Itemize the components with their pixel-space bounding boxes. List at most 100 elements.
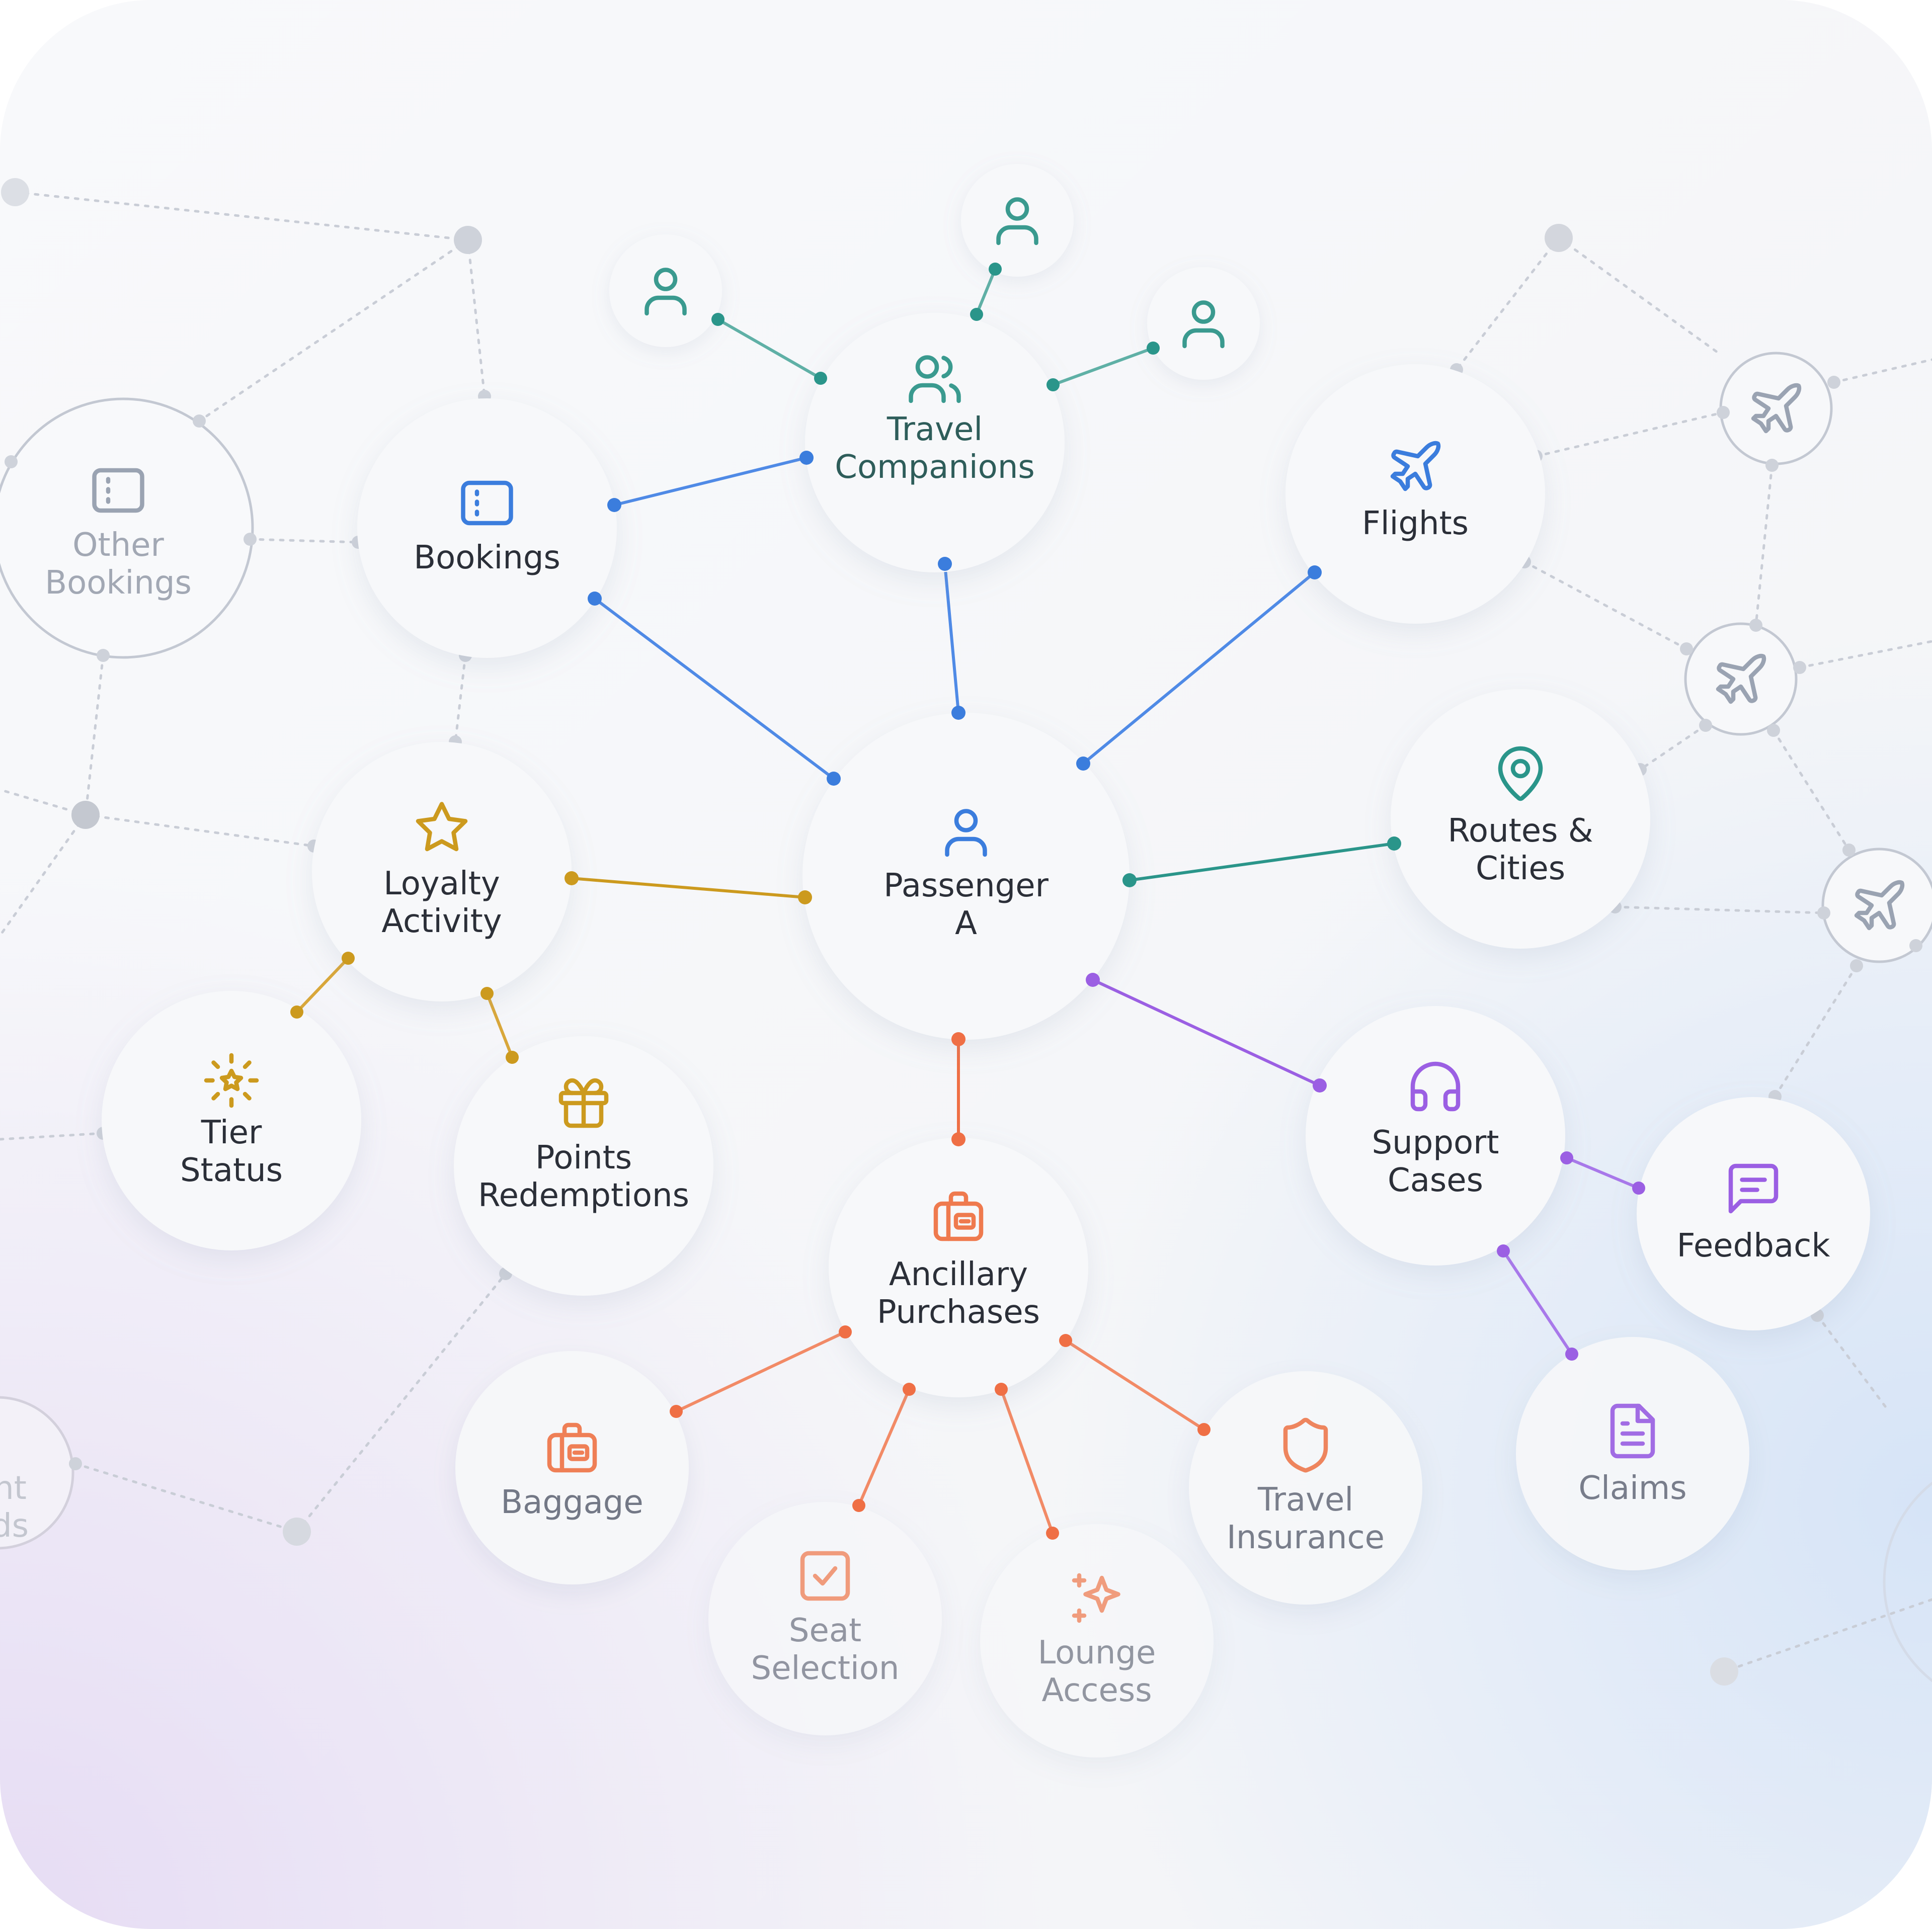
- node-companion-3[interactable]: [1147, 267, 1260, 380]
- node-routes-cities[interactable]: Routes &Cities: [1391, 689, 1650, 949]
- node-circle: [1285, 364, 1545, 624]
- node-label-line: Seat: [789, 1612, 861, 1649]
- node-circle: [357, 398, 617, 658]
- node-circle: [1306, 1006, 1565, 1266]
- node-label: Bookings: [414, 539, 560, 576]
- node-circle: [1391, 689, 1650, 949]
- node-feedback[interactable]: Feedback: [1637, 1097, 1870, 1330]
- edge-claims: [1502, 1249, 1573, 1356]
- node-flights[interactable]: Flights: [1285, 364, 1545, 624]
- node-claims[interactable]: Claims: [1516, 1337, 1749, 1570]
- edge-baggage: [675, 1330, 847, 1413]
- node-label-line: Redemptions: [478, 1177, 689, 1214]
- node-label: Feedback: [1677, 1227, 1830, 1265]
- node-circle: [1516, 1337, 1749, 1570]
- booking-card-icon: [461, 480, 513, 526]
- node-label-line: Selection: [751, 1650, 900, 1687]
- node-circle: [708, 1502, 942, 1735]
- node-plane-3[interactable]: [1854, 880, 1905, 931]
- node-label-line: A: [955, 905, 977, 942]
- node-companion-2[interactable]: [961, 164, 1074, 277]
- edge-lounge-access: [1000, 1388, 1054, 1535]
- node-label-line: Activity: [381, 903, 502, 940]
- node-label-line: nt: [0, 1470, 27, 1507]
- node-circle: [802, 713, 1130, 1040]
- node-label-line: Tier: [201, 1114, 262, 1151]
- node-baggage[interactable]: Baggage: [455, 1351, 689, 1584]
- edge-feedback: [1565, 1156, 1640, 1190]
- node-circle: [1637, 1097, 1870, 1330]
- document-icon: [1610, 1403, 1655, 1459]
- node-label-line: ds: [0, 1507, 29, 1545]
- edge-tier-status: [295, 957, 350, 1014]
- node-label-line: Travel: [887, 411, 983, 448]
- node-label: Baggage: [501, 1484, 643, 1521]
- node-circle: [312, 742, 572, 1001]
- node-label: Flights: [1362, 505, 1469, 542]
- node-circle: [102, 991, 361, 1250]
- node-label-line: Lounge: [1038, 1634, 1156, 1671]
- node-companion-1[interactable]: [609, 234, 722, 347]
- node-label-line: Loyalty: [383, 865, 500, 902]
- edge-bookings-companions: [613, 456, 808, 507]
- luggage-icon: [933, 1191, 984, 1241]
- sparkle-star-icon: [204, 1053, 259, 1108]
- edge-companion-1: [716, 318, 822, 380]
- faint-background-nodes: [0, 178, 1932, 1686]
- headset-icon: [1410, 1061, 1461, 1112]
- plane-icon: [1854, 880, 1905, 931]
- people-icon: [909, 355, 961, 403]
- plane-icon: [1716, 653, 1766, 704]
- node-label-line: Insurance: [1227, 1519, 1385, 1556]
- node-label-line: Other: [72, 527, 164, 564]
- edge-support-cases: [1091, 978, 1321, 1087]
- node-plane-2[interactable]: [1716, 653, 1766, 704]
- person-icon: [645, 268, 687, 316]
- edge-seat-selection: [857, 1388, 911, 1507]
- plane-icon: [1390, 441, 1441, 491]
- edge-endpoint-dots: [290, 263, 1645, 1540]
- node-circle: [980, 1524, 1214, 1757]
- edge-loyalty-activity: [570, 877, 807, 899]
- gift-icon: [558, 1078, 609, 1128]
- plane-icon: [1751, 383, 1802, 434]
- luggage-icon: [547, 1422, 597, 1473]
- node-label-line: Status: [180, 1152, 283, 1189]
- node-label-line: Bookings: [45, 564, 192, 602]
- checkbox-icon: [800, 1551, 850, 1601]
- node-circle: [1189, 1371, 1422, 1605]
- map-pin-icon: [1498, 746, 1543, 801]
- node-circle: [829, 1138, 1088, 1397]
- person-icon: [996, 197, 1038, 245]
- node-plane-1[interactable]: [1751, 383, 1802, 434]
- edge-bookings: [593, 597, 835, 780]
- sparkles-icon: [1072, 1573, 1120, 1623]
- edge-flights: [1082, 571, 1316, 765]
- node-label-line: Travel: [1257, 1481, 1353, 1519]
- node-bookings[interactable]: Bookings: [357, 398, 617, 658]
- edge-points-redemptions: [486, 992, 514, 1059]
- chat-icon: [1728, 1163, 1779, 1214]
